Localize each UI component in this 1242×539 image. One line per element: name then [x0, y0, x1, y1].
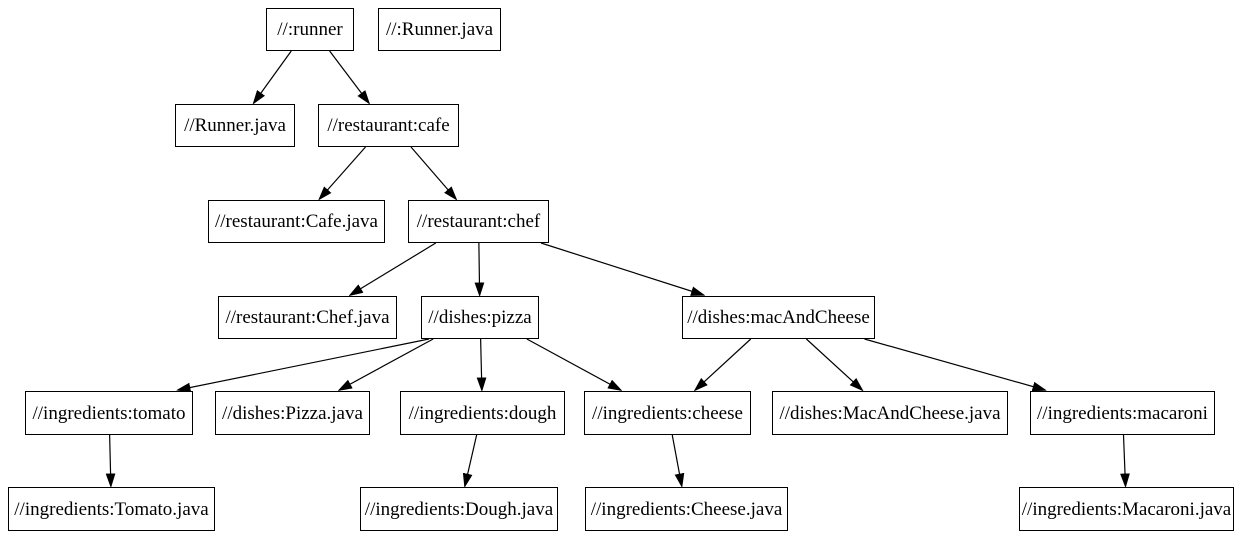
graph-node-label: //:Runner.java [385, 19, 494, 40]
graph-node-label: //ingredients:Tomato.java [14, 498, 209, 520]
graph-node-cheese-java: //ingredients:Cheese.java [585, 487, 788, 531]
graph-edge-dough-to-dough-java [465, 434, 478, 486]
graph-edge-cafe-to-cafe-java [320, 146, 366, 199]
graph-node-label: //restaurant:Cafe.java [214, 211, 378, 232]
graph-node-macaroni: //ingredients:macaroni [1030, 391, 1215, 435]
graph-edge-pizza-to-dough [481, 338, 482, 390]
graph-node-tomato: //ingredients:tomato [25, 391, 193, 435]
graph-edge-group [110, 50, 1126, 486]
graph-node-label: //Runner.java [184, 115, 286, 136]
graph-node-cafe: //restaurant:cafe [318, 104, 459, 147]
graph-node-label: //ingredients:Macaroni.java [1021, 498, 1232, 520]
graph-node-mac-java: //dishes:MacAndCheese.java [772, 391, 1008, 435]
graph-edge-mac-and-cheese-to-macaroni [864, 338, 1046, 390]
graph-node-label: //:runner [277, 19, 343, 40]
graph-node-label: //restaurant:Chef.java [225, 307, 390, 328]
graph-node-label: //dishes:MacAndCheese.java [779, 402, 1001, 424]
graph-edge-mac-and-cheese-to-cheese [695, 338, 752, 390]
graph-node-label: //dishes:macAndCheese [687, 307, 870, 328]
graph-edge-cafe-to-chef [410, 146, 456, 199]
graph-node-pizza: //dishes:pizza [421, 296, 539, 339]
graph-edge-tomato-to-tomato-java [110, 434, 111, 486]
graph-node-dough: //ingredients:dough [400, 391, 565, 435]
graph-node-mac-and-cheese: //dishes:macAndCheese [682, 296, 875, 339]
graph-node-chef-java: //restaurant:Chef.java [218, 296, 397, 339]
graph-edge-pizza-to-cheese [526, 338, 621, 390]
graph-node-label: //ingredients:Cheese.java [590, 498, 783, 520]
graph-edge-pizza-to-tomato [178, 338, 430, 390]
graph-edge-chef-to-chef-java [350, 242, 437, 295]
graph-edge-mac-and-cheese-to-mac-java [805, 338, 862, 390]
graph-node-cafe-java: //restaurant:Cafe.java [208, 200, 385, 243]
graph-node-label: //dishes:pizza [428, 307, 532, 328]
graph-node-label: //ingredients:Dough.java [364, 498, 554, 520]
graph-edge-pizza-to-pizza-java [339, 338, 434, 390]
graph-node-runner: //:runner [266, 8, 354, 51]
graph-edge-cheese-to-cheese-java [671, 434, 682, 486]
graph-node-label: //ingredients:tomato [32, 402, 186, 424]
graph-node-macaroni-java: //ingredients:Macaroni.java [1019, 487, 1234, 531]
graph-node-pizza-java: //dishes:Pizza.java [215, 391, 370, 435]
graph-node-label: //ingredients:macaroni [1037, 402, 1208, 424]
graph-node-runner-java: //Runner.java [175, 104, 295, 147]
graph-node-label: //ingredients:cheese [592, 402, 743, 424]
graph-edge-macaroni-to-macaroni-java [1124, 434, 1126, 486]
graph-edge-runner-to-runner-java [254, 50, 292, 103]
graph-node-label: //ingredients:dough [408, 402, 557, 424]
graph-edge-chef-to-pizza [479, 242, 480, 295]
graph-node-chef: //restaurant:chef [408, 200, 549, 243]
graph-node-label: //dishes:Pizza.java [222, 402, 363, 424]
graph-node-dough-java: //ingredients:Dough.java [360, 487, 558, 531]
graph-node-label: //restaurant:cafe [327, 115, 450, 136]
graph-node-tomato-java: //ingredients:Tomato.java [8, 487, 215, 531]
graph-edge-runner-to-cafe [329, 50, 369, 103]
graph-edge-chef-to-mac-and-cheese [540, 242, 704, 295]
graph-node-cheese: //ingredients:cheese [584, 391, 751, 435]
graph-node-runner-java-top: //:Runner.java [378, 8, 501, 51]
graph-node-label: //restaurant:chef [416, 211, 541, 232]
